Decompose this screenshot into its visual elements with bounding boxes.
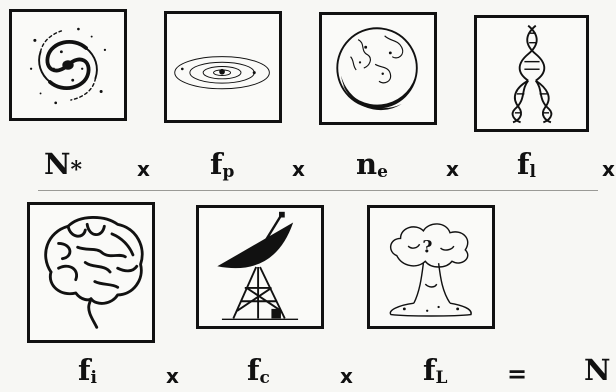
times-sign: x: [602, 159, 615, 179]
times-sign: x: [292, 159, 305, 179]
term-n-star: N*: [44, 150, 82, 179]
term-subscript: l: [529, 162, 535, 182]
orbits-panel: [164, 11, 282, 123]
term-symbol: f: [78, 353, 90, 387]
term-f-l: fl: [517, 150, 536, 179]
explosion-panel: ?: [367, 205, 495, 329]
radio-telescope-icon: [199, 208, 321, 326]
planetary-orbits-icon: [167, 14, 279, 120]
galaxy-panel: [9, 9, 127, 121]
result-symbol: N: [584, 353, 611, 387]
term-f-p: fp: [210, 150, 234, 179]
term-symbol: n: [356, 147, 377, 181]
earth-panel: [319, 12, 437, 125]
term-symbol: f: [210, 147, 222, 181]
mushroom-cloud-icon: ?: [370, 208, 492, 326]
term-f-c: fc: [247, 356, 270, 385]
earth-planet-icon: [322, 15, 434, 122]
times-sign: x: [446, 159, 459, 179]
term-n-e: ne: [356, 150, 388, 179]
term-subscript: L: [435, 368, 447, 388]
telescope-panel: [196, 205, 324, 329]
term-subscript: p: [222, 162, 234, 182]
term-subscript: i: [90, 368, 96, 388]
term-symbol: N: [44, 147, 71, 181]
term-subscript: e: [377, 162, 388, 182]
term-symbol: f: [423, 353, 435, 387]
equals-sign: =: [507, 362, 527, 386]
times-sign: x: [340, 366, 353, 386]
times-sign: x: [137, 159, 150, 179]
dna-panel: [474, 15, 589, 132]
result-n: N: [584, 356, 611, 385]
times-sign: x: [166, 366, 179, 386]
term-f-i: fi: [78, 356, 97, 385]
term-symbol: f: [247, 353, 259, 387]
term-symbol: f: [517, 147, 529, 181]
term-f-L: fL: [423, 356, 447, 385]
term-subscript: c: [259, 368, 269, 388]
spiral-galaxy-icon: [12, 12, 124, 118]
divider: [38, 190, 598, 191]
brain-panel: [27, 202, 155, 343]
cloud-question-mark: ?: [422, 238, 432, 258]
brain-icon: [30, 205, 152, 340]
term-subscript: *: [71, 157, 83, 183]
dna-helix-icon: [477, 18, 586, 129]
